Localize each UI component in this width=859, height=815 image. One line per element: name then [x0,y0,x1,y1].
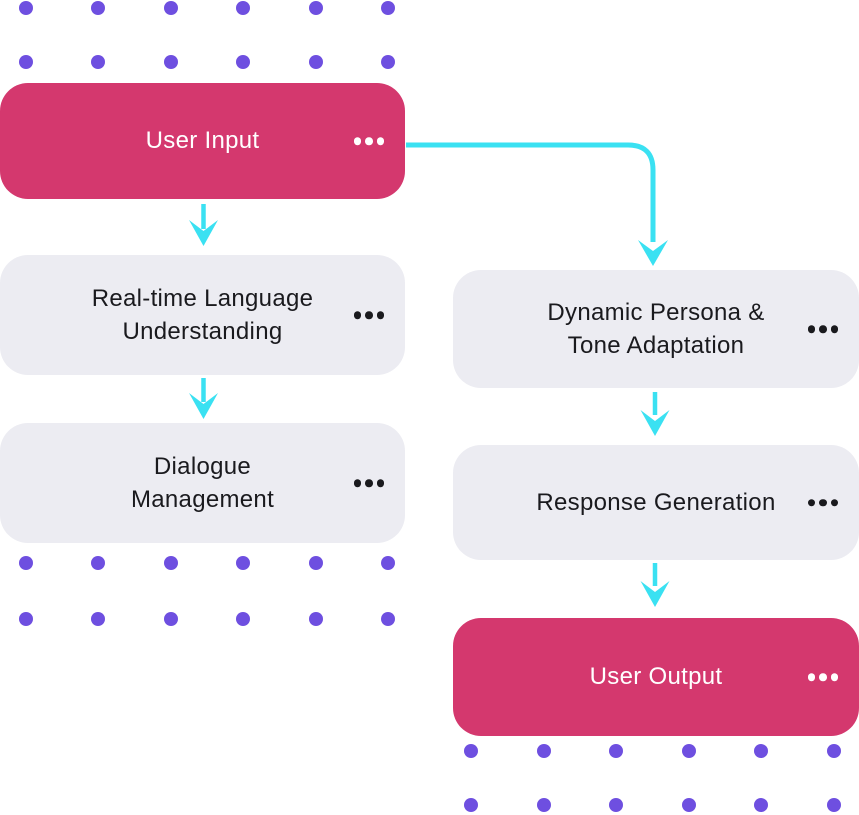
decor-dot [308,556,323,570]
node-real-time-language-understanding[interactable]: Real-time Language Understanding [0,255,405,375]
decor-dot [19,556,33,570]
edge-response-generation-to-user-output [640,563,670,607]
decor-dot [236,612,251,626]
ellipsis-icon[interactable] [806,321,841,337]
node-dialogue-management[interactable]: Dialogue Management [0,423,405,543]
decor-dot [236,1,251,15]
decor-dot [19,612,33,626]
decor-dot [308,55,323,69]
decor-dot [236,556,251,570]
decor-dot [681,744,696,758]
ellipsis-icon[interactable] [352,307,387,323]
decor-dot [381,612,395,626]
decor-dot [19,1,33,15]
decor-dot [308,1,323,15]
decor-dot [464,744,478,758]
decor-dot [19,55,33,69]
ellipsis-icon[interactable] [806,495,841,511]
decor-dot [91,612,106,626]
decor-dot [163,55,178,69]
decor-dot [609,744,623,758]
decor-dot [609,798,623,812]
decor-dot [826,744,841,758]
decor-dot [826,798,841,812]
decor-dot [163,612,178,626]
decor-dot [754,744,768,758]
decor-dot [754,798,768,812]
node-label: Response Generation [536,488,776,516]
node-label: User Input [145,127,260,155]
node-label: User Output [589,663,723,691]
decor-dot [236,55,251,69]
decor-dot [91,1,106,15]
node-label: Real-time Language Understanding [91,284,314,345]
node-user-input[interactable]: User Input [0,83,405,199]
node-response-generation[interactable]: Response Generation [453,445,859,560]
edge-dynamic-persona-tone-adaptation-to-response-generation [640,392,670,436]
ellipsis-icon[interactable] [352,475,387,491]
decor-dot [91,556,106,570]
ellipsis-icon[interactable] [806,669,841,685]
node-user-output[interactable]: User Output [453,618,859,736]
decor-dot [381,556,395,570]
decor-dot [163,556,178,570]
decor-dot [681,798,696,812]
decor-dot [381,55,395,69]
edge-user-input-to-real-time-language-understanding [189,204,218,246]
node-label: Dynamic Persona & Tone Adaptation [547,298,765,359]
decor-dot [91,55,106,69]
decor-dot [163,1,178,15]
edge-user-input-to-dynamic-persona-tone-adaptation [406,142,668,266]
decor-dot [464,798,478,812]
decor-dot [381,1,395,15]
decor-dot [536,744,551,758]
decor-dot [536,798,551,812]
edge-real-time-language-understanding-to-dialogue-management [189,378,218,419]
ellipsis-icon[interactable] [352,133,387,149]
decor-dot [308,612,323,626]
node-label: Dialogue Management [130,452,275,513]
node-dynamic-persona-tone-adaptation[interactable]: Dynamic Persona & Tone Adaptation [453,270,859,388]
